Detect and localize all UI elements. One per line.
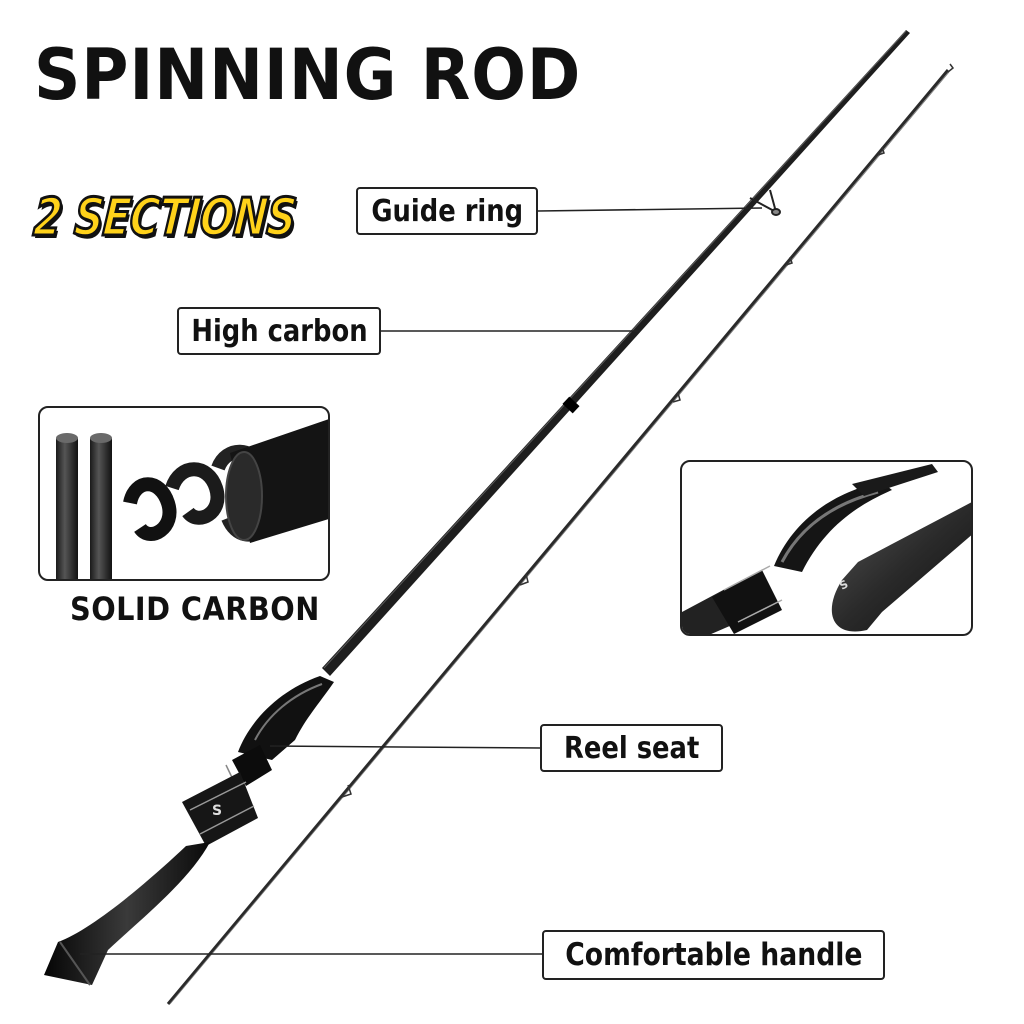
sections-badge: 2 SECTIONS [30,187,299,250]
tip-guides [341,63,955,798]
reel-seat-label-text: Reel seat [563,730,700,766]
handle-label: Comfortable handle [542,930,885,980]
reel-seat-label: Reel seat [540,724,723,772]
rod-tip-section [166,69,950,1005]
svg-text:S: S [212,803,222,819]
lock-nut: S [182,772,258,846]
guide-ring-icon [749,189,781,216]
reel-seat-icon [225,676,334,791]
rod-butt-section [322,30,910,676]
solid-carbon-inset [38,406,330,581]
guide-ring-label-text: Guide ring [371,193,523,229]
ferrule [562,396,580,414]
high-carbon-label: High carbon [177,307,381,355]
page-title: SPINNING ROD [34,34,582,116]
solid-carbon-illustration [56,419,328,579]
reel-seat-closeup-inset: S [680,460,973,636]
guide-ring-label: Guide ring [356,187,538,235]
reel-seat-closeup-illustration: S [682,464,971,634]
handle-label-text: Comfortable handle [564,937,863,973]
handle-grip [44,842,210,985]
high-carbon-label-text: High carbon [190,313,368,349]
leader-lines [80,207,763,955]
solid-carbon-caption: SOLID CARBON [70,590,320,628]
